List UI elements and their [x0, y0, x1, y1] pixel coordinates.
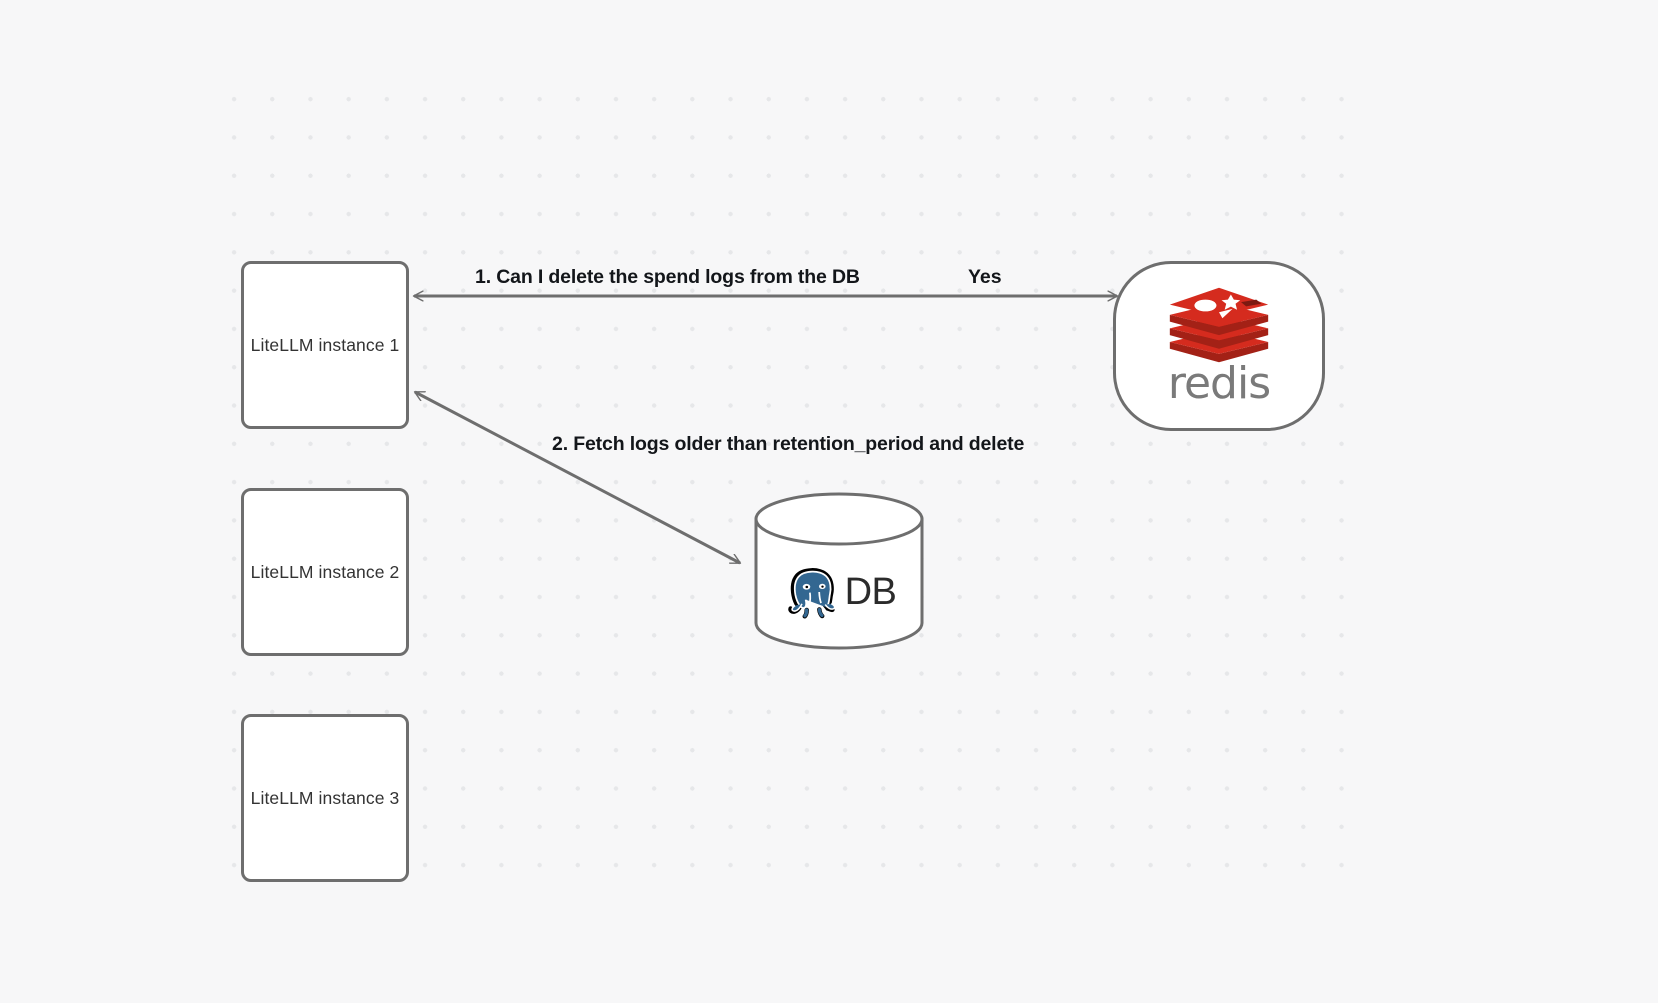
edge-label-yes: Yes [968, 266, 1002, 288]
redis-logo-icon [1169, 287, 1269, 363]
node-label: LiteLLM instance 3 [250, 787, 400, 808]
database-label: DB [844, 571, 897, 613]
node-database[interactable]: DB [753, 492, 925, 650]
edge-instance1-database [415, 390, 740, 565]
node-label: LiteLLM instance 1 [250, 334, 400, 355]
redis-wordmark: redis [1167, 358, 1271, 409]
edge-label-step-1: 1. Can I delete the spend logs from the … [475, 266, 860, 288]
database-logo-group: DB [753, 554, 925, 630]
node-litellm-instance-3[interactable]: LiteLLM instance 3 [241, 714, 409, 882]
postgresql-elephant-icon [787, 568, 836, 619]
node-redis[interactable]: redis [1113, 261, 1325, 431]
node-label: LiteLLM instance 2 [250, 561, 400, 582]
database-cylinder-shape [754, 492, 924, 650]
node-litellm-instance-1[interactable]: LiteLLM instance 1 [241, 261, 409, 429]
edge-label-step-2: 2. Fetch logs older than retention_perio… [552, 433, 1025, 455]
node-litellm-instance-2[interactable]: LiteLLM instance 2 [241, 488, 409, 656]
